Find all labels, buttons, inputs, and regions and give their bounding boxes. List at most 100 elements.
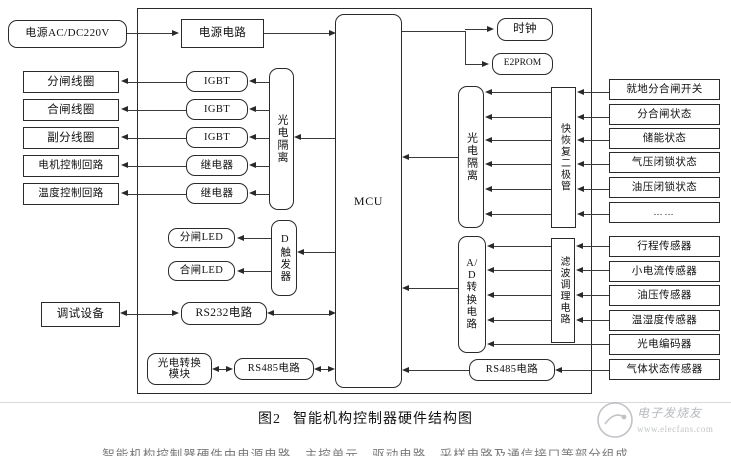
node-eeprom[interactable]: E2PROM — [492, 53, 553, 75]
watermark-brand: 电子发烧友 — [637, 406, 703, 420]
figure-caption-number: 图2 — [258, 412, 281, 427]
node-filter-conditioning[interactable]: 滤波调理电路 — [551, 238, 575, 343]
watermark: 电子发烧友 www.elecfans.com — [595, 398, 725, 450]
node-analog-input-2[interactable]: 油压传感器 — [609, 285, 720, 306]
node-analog-input-5[interactable]: 气体状态传感器 — [609, 359, 720, 380]
line-opto-to-driver-3 — [256, 165, 276, 167]
node-driver-3[interactable]: 继电器 — [186, 155, 248, 176]
line-opto-to-driver-4 — [256, 193, 276, 195]
node-ad-converter[interactable]: A/D转换电路 — [458, 236, 486, 353]
node-driver-4[interactable]: 继电器 — [186, 183, 248, 204]
node-left-output-2[interactable]: 副分线圈 — [23, 127, 119, 149]
node-analog-input-4-label: 光电编码器 — [637, 338, 692, 350]
node-left-output-4-label: 温度控制回路 — [38, 188, 104, 200]
node-digital-input-1[interactable]: 分合闸状态 — [609, 104, 720, 125]
node-opto-isolation-left-label: 光电隔离 — [276, 114, 288, 164]
node-driver-0[interactable]: IGBT — [186, 71, 248, 92]
node-d-flipflop[interactable]: D触发器 — [271, 220, 297, 296]
line-driver-4-to-output-4 — [128, 193, 186, 195]
node-digital-input-4[interactable]: 油压闭锁状态 — [609, 177, 720, 198]
node-power-source[interactable]: 电源AC/DC220V — [8, 20, 127, 48]
node-mcu[interactable]: MCU — [335, 14, 402, 388]
arrow-driver-3-in — [249, 162, 256, 168]
node-driver-4-label: 继电器 — [200, 187, 234, 199]
node-analog-input-1[interactable]: 小电流传感器 — [609, 261, 720, 282]
line-diode-to-opto-5 — [492, 214, 551, 216]
arrow-opto-right-in-2 — [485, 136, 492, 143]
arrow-output-4-in — [121, 190, 128, 196]
line-diode-to-opto-0 — [492, 92, 551, 94]
node-photoelectric-module[interactable]: 光电转换模块 — [147, 353, 212, 385]
line-input-3-to-diode — [583, 164, 609, 166]
node-left-output-3[interactable]: 电机控制回路 — [23, 155, 119, 177]
node-left-output-0[interactable]: 分闸线圈 — [23, 71, 119, 93]
node-analog-input-1-label: 小电流传感器 — [631, 265, 698, 277]
node-analog-input-2-label: 油压传感器 — [637, 289, 692, 301]
line-driver-0-to-output-0 — [128, 81, 186, 83]
node-digital-input-2-label: 储能状态 — [642, 132, 687, 144]
node-rs232[interactable]: RS232电路 — [181, 302, 267, 325]
arrow-driver-2-in — [249, 134, 256, 140]
node-clock[interactable]: 时钟 — [497, 18, 553, 41]
node-rs232-label: RS232电路 — [195, 307, 253, 320]
node-analog-input-3[interactable]: 温湿度传感器 — [609, 310, 720, 331]
node-digital-input-5[interactable]: …… — [609, 202, 720, 223]
node-analog-input-0[interactable]: 行程传感器 — [609, 236, 720, 257]
node-driver-3-label: 继电器 — [200, 159, 234, 171]
arrow-filter-in-1 — [576, 266, 583, 273]
node-analog-input-4[interactable]: 光电编码器 — [609, 334, 720, 355]
line-input-5-to-diode — [583, 214, 609, 216]
node-opto-isolation-right[interactable]: 光电隔离 — [458, 86, 484, 228]
arrow-opto-right-in-3 — [485, 160, 492, 167]
arrow-ad-in-1 — [487, 266, 494, 273]
node-digital-input-2[interactable]: 储能状态 — [609, 128, 720, 149]
node-power-circuit-label: 电源电路 — [198, 27, 247, 40]
node-close-led[interactable]: 合闸LED — [168, 261, 235, 281]
arrow-opto-right-in-5 — [485, 210, 492, 217]
node-left-output-3-label: 电机控制回路 — [38, 160, 104, 172]
node-rs485-right-label: RS485电路 — [485, 364, 539, 376]
node-open-led[interactable]: 分闸LED — [168, 228, 235, 248]
line-analog-0-to-filter — [582, 246, 609, 248]
node-opto-isolation-left[interactable]: 光电隔离 — [269, 68, 294, 210]
arrow-driver-0-in — [249, 78, 256, 84]
arrow-mcu-rs232-in — [329, 310, 336, 316]
arrow-mcu-rs485-right-in — [402, 366, 409, 373]
node-fast-recovery-diode[interactable]: 快恢复二极管 — [551, 87, 576, 228]
node-driver-1[interactable]: IGBT — [186, 99, 248, 120]
node-digital-input-3[interactable]: 气压闭锁状态 — [609, 152, 720, 173]
node-digital-input-0[interactable]: 就地分合闸开关 — [609, 79, 720, 100]
arrow-rs485-left-in-left — [226, 365, 233, 372]
node-left-output-4[interactable]: 温度控制回路 — [23, 183, 119, 205]
node-power-circuit[interactable]: 电源电路 — [181, 19, 264, 48]
line-filter-to-ad-1 — [494, 270, 551, 272]
line-periph-bus-vertical — [465, 31, 467, 64]
line-bus-to-eeprom — [465, 64, 484, 66]
watermark-url: www.elecfans.com — [637, 424, 714, 434]
arrow-ad-in-4 — [487, 340, 494, 347]
node-driver-2-label: IGBT — [203, 131, 231, 143]
node-digital-input-4-label: 油压闭锁状态 — [631, 181, 698, 193]
node-rs485-left[interactable]: RS485电路 — [234, 358, 314, 380]
node-debug-device[interactable]: 调试设备 — [41, 302, 120, 327]
line-debug-to-rs232 — [127, 313, 174, 315]
node-driver-2[interactable]: IGBT — [186, 127, 248, 148]
arrow-filter-in-0 — [576, 242, 583, 249]
node-left-output-1[interactable]: 合闸线圈 — [23, 99, 119, 121]
arrow-diode-in-5 — [577, 210, 584, 217]
arrow-diode-in-3 — [577, 160, 584, 167]
arrow-diode-in-0 — [577, 88, 584, 95]
node-rs485-right[interactable]: RS485电路 — [469, 359, 555, 381]
node-driver-0-label: IGBT — [203, 75, 231, 87]
line-power-source-to-circuit — [127, 33, 174, 35]
arrow-mcu-opto-right-in — [402, 153, 409, 160]
line-driver-2-to-output-2 — [128, 137, 186, 139]
node-power-source-label: 电源AC/DC220V — [25, 27, 110, 40]
node-fast-recovery-diode-label: 快恢复二极管 — [558, 123, 570, 192]
line-diode-to-opto-3 — [492, 164, 551, 166]
line-rs485-left-to-mcu — [320, 369, 332, 371]
node-analog-input-0-label: 行程传感器 — [637, 240, 692, 252]
node-opto-isolation-right-label: 光电隔离 — [465, 132, 478, 182]
arrow-mcu-rs485-in — [328, 365, 335, 372]
